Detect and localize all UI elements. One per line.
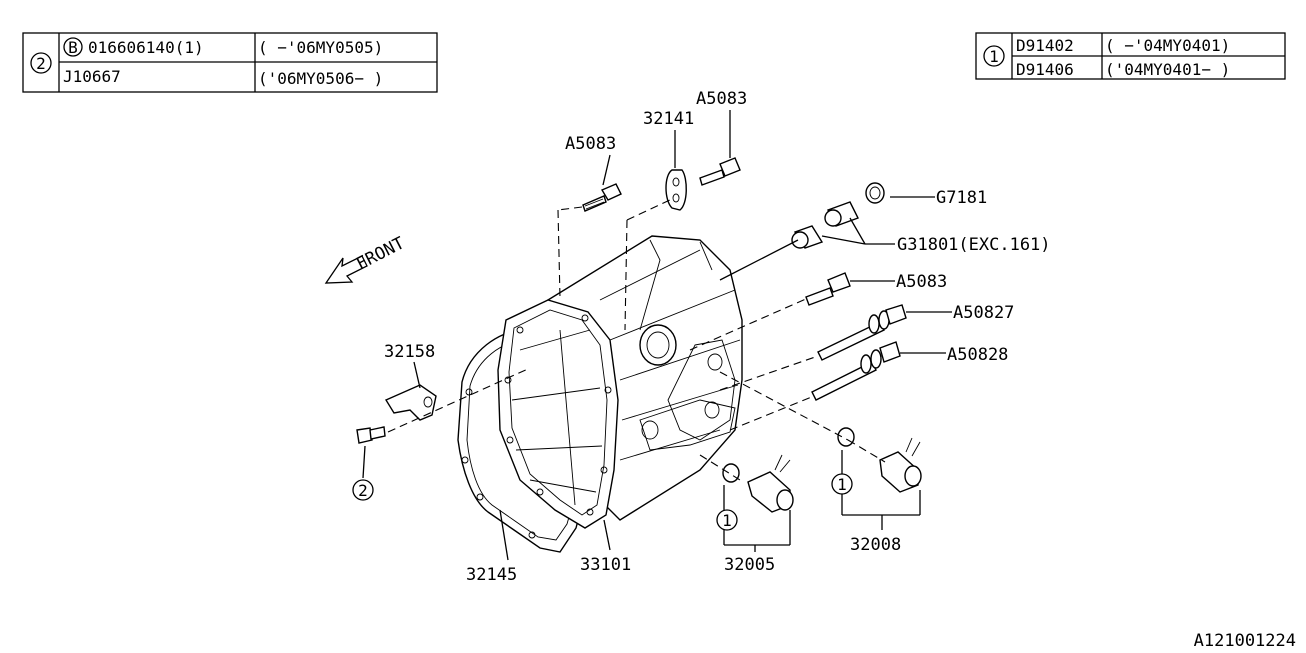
- legend-left-marker-circle: [30, 52, 52, 74]
- callout-32005: 32005: [724, 555, 775, 575]
- legend-right-row1-part: D91402: [1016, 36, 1074, 55]
- transmission-case-33101: [497, 235, 743, 529]
- legend-table-right: 1 D91402 ( −'04MY0401) D91406 ('04MY0401…: [975, 32, 1286, 80]
- bolt-a5083-left: [582, 183, 622, 212]
- callout-33101: 33101: [580, 555, 631, 575]
- callout-g31801: G31801(EXC.161): [897, 235, 1051, 255]
- bolt-a50828: [811, 341, 901, 401]
- leader-lines: [362, 110, 952, 561]
- marker-1-left-circle: [716, 509, 738, 531]
- marker-1-right-circle: [831, 473, 853, 495]
- front-label: FRONT: [353, 233, 408, 274]
- legend-left-prefix-circle: [63, 37, 83, 57]
- switch-32008: [837, 427, 922, 493]
- legend-left-row2-part: J10667: [63, 67, 121, 86]
- marker-2: 2: [358, 481, 368, 500]
- legend-right-marker-circle: [983, 45, 1005, 67]
- legend-right-row1-range: ( −'04MY0401): [1105, 36, 1230, 55]
- switch-32005: [722, 454, 794, 513]
- bolt-left-2: [356, 426, 386, 444]
- callout-a50828: A50828: [947, 345, 1008, 365]
- bolt-a5083-right: [805, 272, 851, 306]
- legend-right-marker: 1: [989, 47, 999, 66]
- legend-right-row2-part: D91406: [1016, 60, 1074, 79]
- callout-32145: 32145: [466, 565, 517, 585]
- legend-left-row1-range: ( −'06MY0505): [258, 38, 383, 57]
- legend-left-row2-range: ('06MY0506− ): [258, 69, 383, 88]
- bushings-g31801: [791, 201, 859, 249]
- legend-left-row1-part: 016606140(1): [88, 38, 204, 57]
- plate-32141: [665, 169, 687, 211]
- bracket-32158: [384, 384, 437, 421]
- callout-a5083-right: A5083: [896, 272, 947, 292]
- callout-a5083-left: A5083: [565, 134, 616, 154]
- legend-right-row2-range: ('04MY0401− ): [1105, 60, 1230, 79]
- bolt-a50827: [817, 304, 907, 361]
- bolt-a5083-top: [699, 157, 741, 186]
- callout-g7181: G7181: [936, 188, 987, 208]
- legend-left-marker: 2: [36, 54, 46, 73]
- legend-left-row1-prefix: B: [68, 38, 78, 57]
- marker-1-left: 1: [722, 511, 732, 530]
- marker-1-right: 1: [837, 475, 847, 494]
- callout-a5083-top: A5083: [696, 89, 747, 109]
- seal-g7181: [865, 182, 885, 204]
- legend-table-left: 2 B 016606140(1) ( −'06MY0505) J10667 ('…: [22, 32, 438, 93]
- callout-32141: 32141: [643, 109, 694, 129]
- callout-a50827: A50827: [953, 303, 1014, 323]
- callout-32008: 32008: [850, 535, 901, 555]
- marker-2-circle: [352, 479, 374, 501]
- diagram-id: A121001224: [1194, 631, 1296, 651]
- callout-32158: 32158: [384, 342, 435, 362]
- front-arrow-icon: FRONT: [324, 233, 408, 284]
